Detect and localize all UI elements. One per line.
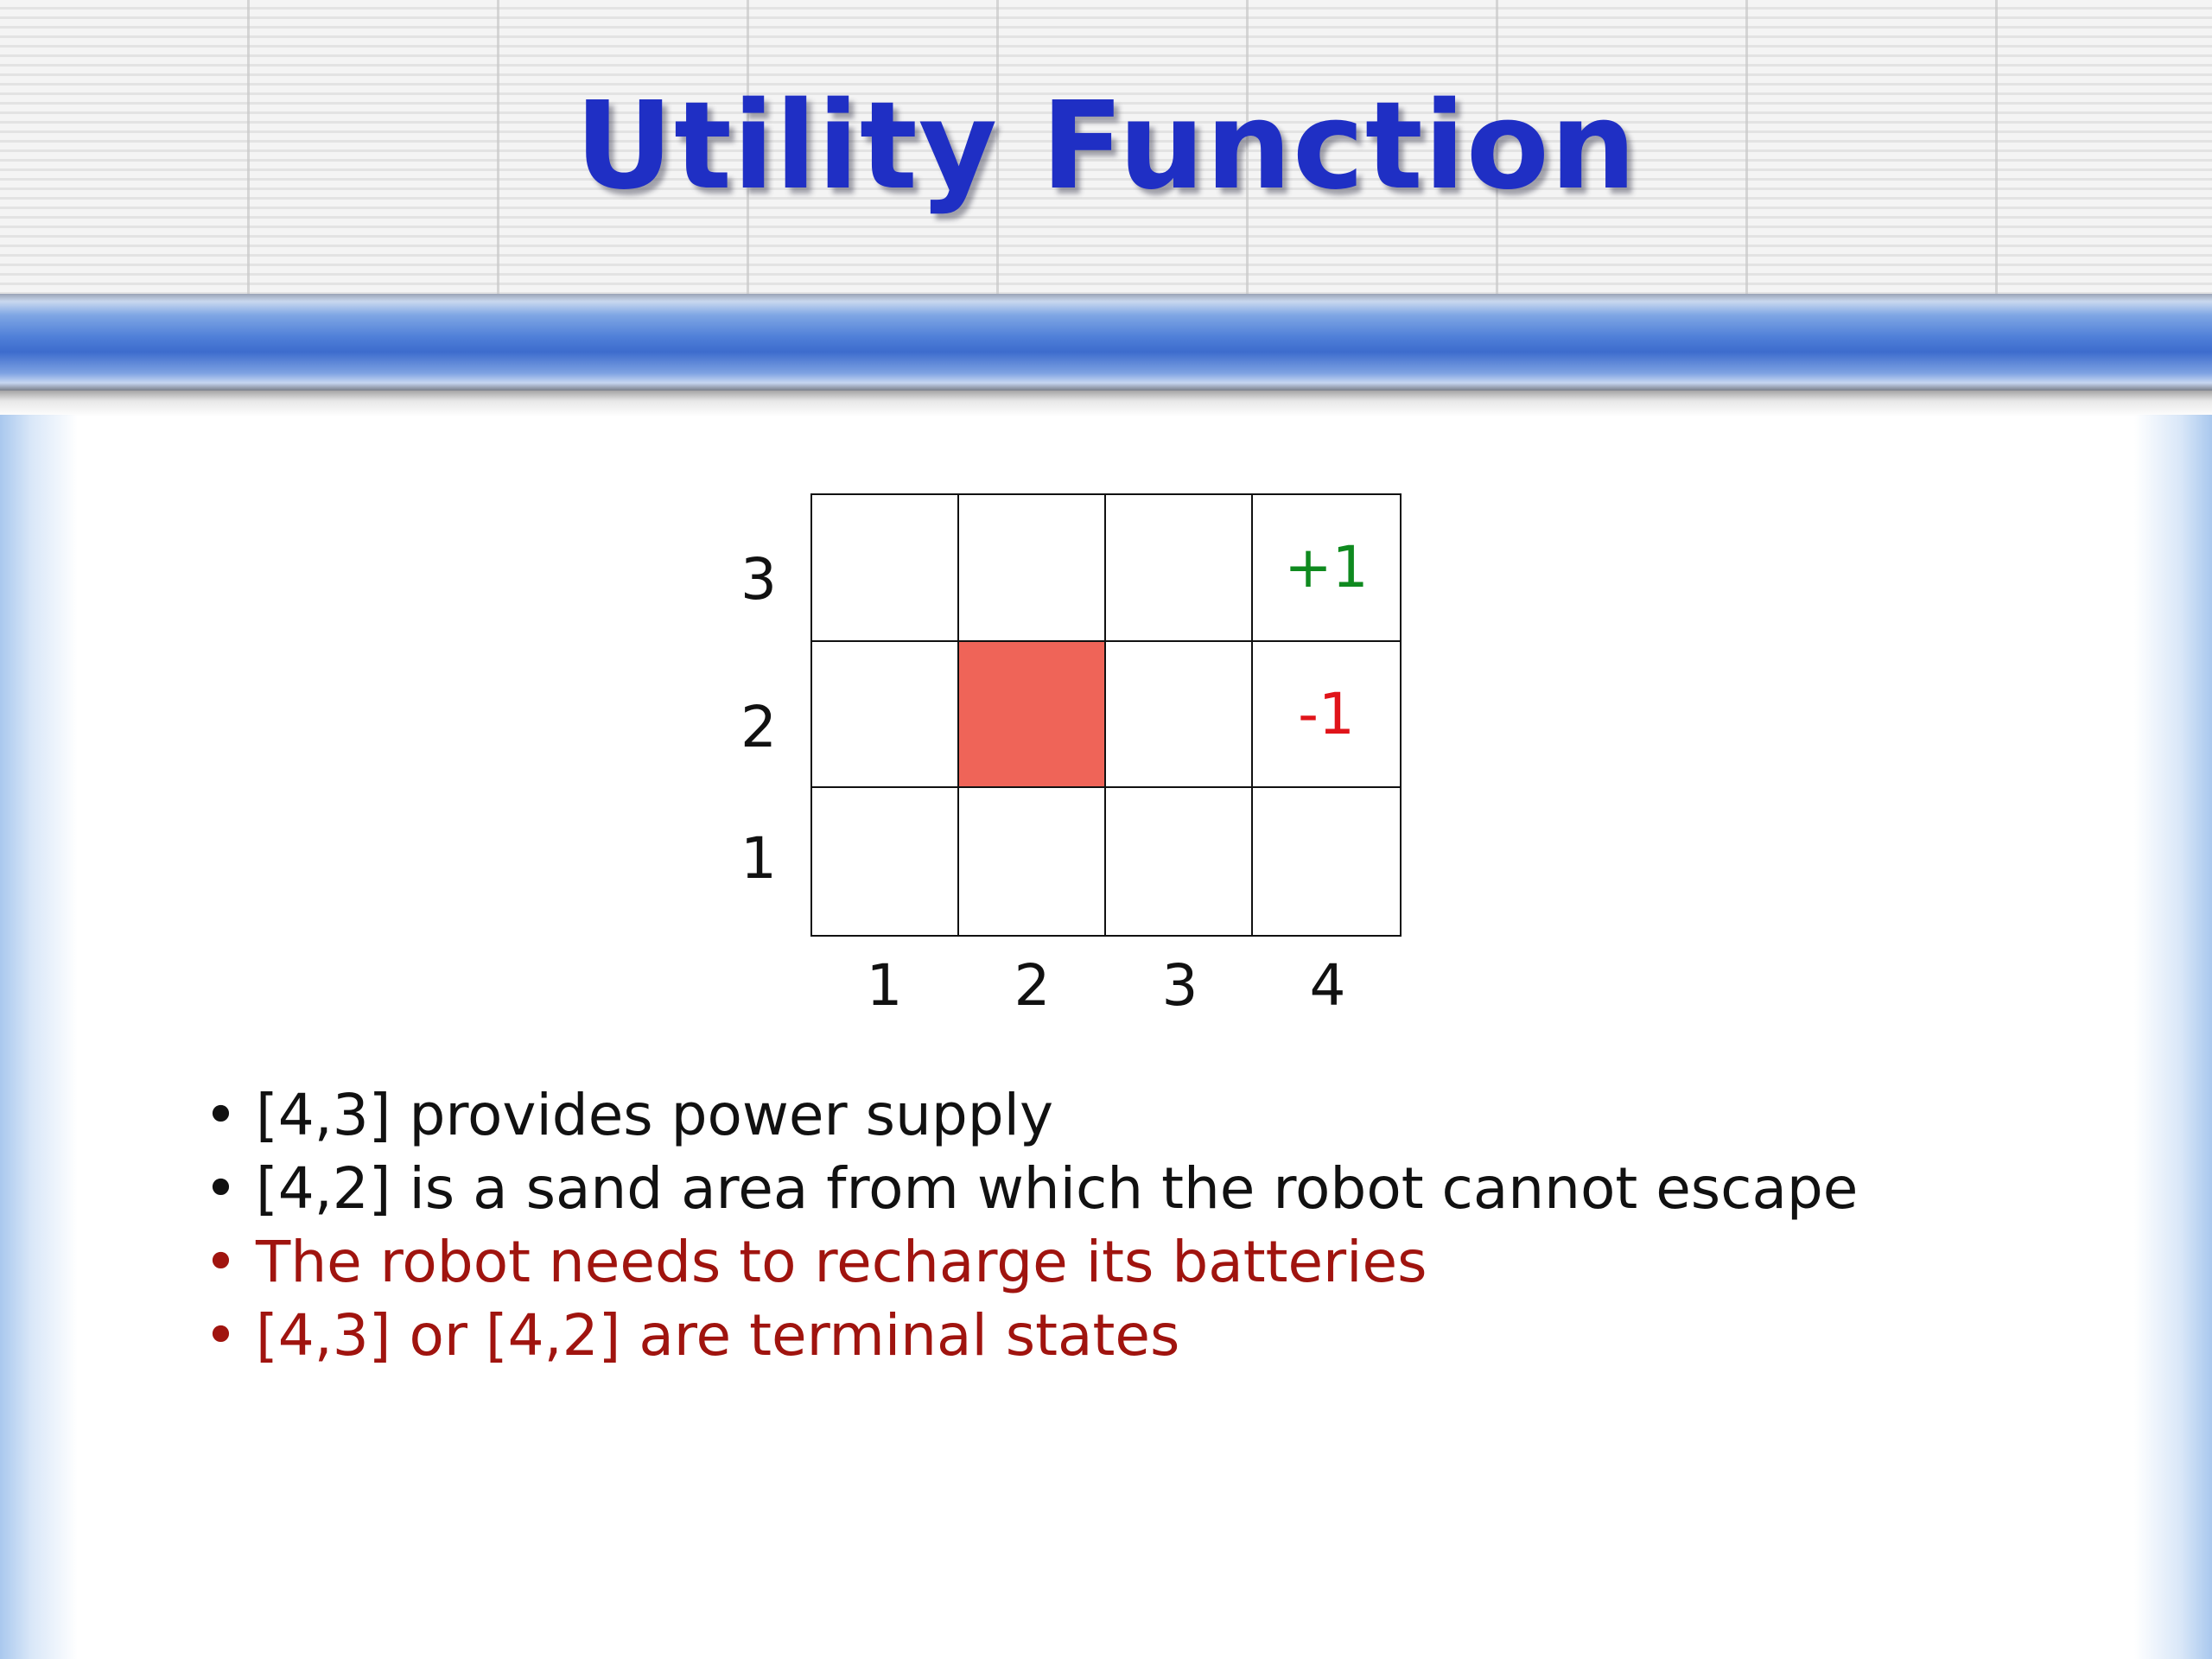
header-blue-band	[0, 294, 2212, 391]
bullet-list: • [4,3] provides power supply • [4,2] is a…	[204, 1078, 1858, 1372]
obstacle-cell	[959, 641, 1106, 789]
bullet-text: [4,3] provides power supply	[256, 1082, 1054, 1148]
grid-cell-2-3	[959, 495, 1106, 642]
grid-cell-4-1	[1253, 788, 1400, 935]
bullet-item: • [4,3] or [4,2] are terminal states	[204, 1299, 1858, 1372]
bullet-text: [4,3] or [4,2] are terminal states	[256, 1302, 1180, 1369]
left-side-glow	[0, 415, 78, 1659]
bullet-item: • [4,3] provides power supply	[204, 1078, 1858, 1152]
header-shadow	[0, 391, 2212, 416]
bullet-item: • The robot needs to recharge its batteri…	[204, 1225, 1858, 1299]
grid-cell-1-2	[812, 641, 959, 789]
bullet-text: The robot needs to recharge its batterie…	[256, 1229, 1427, 1295]
bullet-text: [4,2] is a sand area from which the robo…	[256, 1155, 1859, 1222]
right-side-glow	[2134, 415, 2212, 1659]
grid-cell-3-3	[1106, 495, 1253, 642]
row-label-3: 3	[741, 546, 777, 613]
header-grid-lines	[0, 0, 2212, 294]
col-label-1: 1	[866, 952, 903, 1019]
grid-world: +1 -1	[810, 493, 1402, 937]
col-label-2: 2	[1014, 952, 1051, 1019]
bullet-dot: •	[204, 1155, 238, 1222]
bullet-dot: •	[204, 1302, 238, 1369]
bullet-item: • [4,2] is a sand area from which the rob…	[204, 1152, 1858, 1225]
bullet-dot: •	[204, 1082, 238, 1148]
row-label-2: 2	[741, 694, 777, 760]
reward-negative: -1	[1298, 680, 1355, 747]
grid-cell-3-1	[1106, 788, 1253, 935]
grid-cell-2-1	[959, 788, 1106, 935]
bullet-dot: •	[204, 1229, 238, 1295]
row-label-1: 1	[741, 825, 777, 892]
grid-cell-4-3: +1	[1253, 495, 1400, 642]
col-label-3: 3	[1161, 952, 1198, 1019]
grid-cell-4-2: -1	[1253, 642, 1400, 789]
col-label-4: 4	[1309, 952, 1346, 1019]
reward-positive: +1	[1284, 534, 1369, 601]
grid-cell-1-3	[812, 495, 959, 642]
grid-cell-3-2	[1106, 641, 1253, 789]
grid-cell-1-1	[812, 788, 959, 935]
slide-title: Utility Function	[575, 76, 1637, 217]
